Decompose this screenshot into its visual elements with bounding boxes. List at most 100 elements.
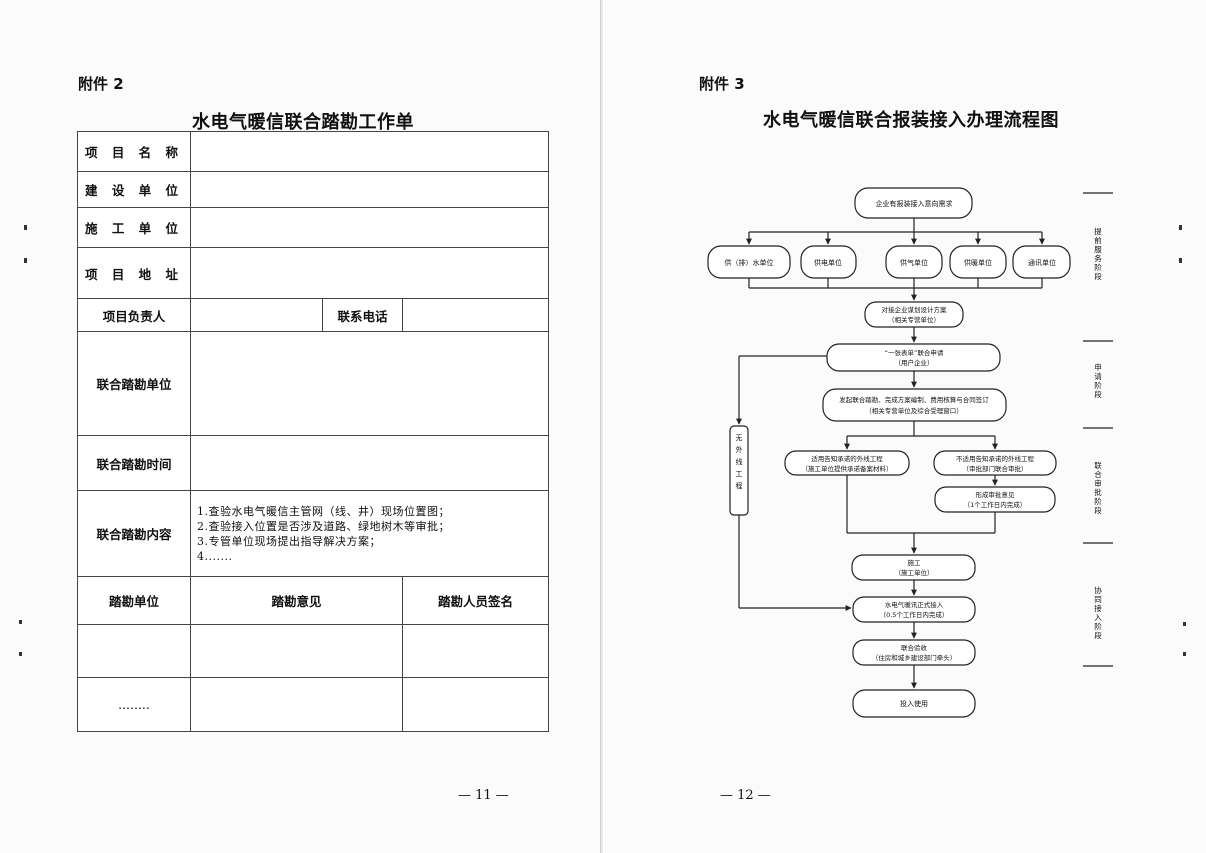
design-node	[864, 301, 964, 328]
opinion-cell[interactable]	[190, 624, 403, 678]
survey-form-title: 水电气暖信联合踏勘工作单	[192, 112, 414, 133]
opinion-node	[934, 486, 1056, 513]
ellipsis-cell: ........	[77, 677, 191, 732]
scan-mark	[19, 652, 22, 656]
opinion-cell[interactable]	[190, 677, 403, 732]
table-row: 建 设 单 位	[77, 171, 550, 208]
phone-label: 联系电话	[322, 298, 403, 332]
construction-sublabel: （施工单位）	[895, 568, 934, 577]
apply-sublabel: （用户企业）	[895, 358, 934, 367]
construction-node	[851, 554, 976, 581]
scan-mark	[24, 258, 27, 263]
table-row: 联合踏勘单位	[77, 331, 550, 436]
in-use-node	[852, 689, 976, 718]
no-external-node	[729, 425, 749, 516]
acceptance-sublabel: （住房和城乡建设部门牵头）	[872, 653, 957, 662]
scan-mark	[1183, 622, 1186, 626]
no-external-char: 无	[736, 434, 743, 442]
survey-time-cell[interactable]	[189, 435, 550, 491]
stage3-char: 合	[1094, 469, 1102, 479]
connect-node	[852, 596, 976, 623]
start-node	[854, 187, 973, 219]
table-row: 项目负责人 联系电话	[77, 298, 550, 332]
survey-content-label: 联合踏勘内容	[77, 490, 191, 577]
acceptance-node	[852, 639, 976, 666]
table-row: 施 工 单 位	[77, 207, 550, 248]
gas-unit-node	[885, 245, 943, 279]
signature-cell[interactable]	[401, 624, 550, 678]
telecom-unit-label: 通讯单位	[1028, 258, 1056, 267]
unit-cell[interactable]	[77, 624, 191, 678]
signature-cell[interactable]	[401, 677, 550, 732]
constructor-cell[interactable]	[189, 207, 550, 248]
stage1-char: 务	[1094, 253, 1102, 263]
gas-unit-label: 供气单位	[900, 258, 928, 267]
design-label: 对接企业谋划设计方案	[882, 305, 948, 314]
stage3-char: 段	[1094, 505, 1102, 515]
notify-node	[784, 450, 910, 476]
survey-form-table: 项 目 名 称 建 设 单 位 施 工 单 位 项 目 地 址 项目负责人 联系…	[77, 131, 550, 732]
scan-mark	[1179, 225, 1182, 230]
stage4-char: 阶	[1094, 621, 1102, 631]
construction-label: 施工	[908, 558, 922, 567]
stage1-char: 阶	[1094, 262, 1102, 272]
survey-unit-label: 联合踏勘单位	[77, 331, 191, 436]
start-node-label: 企业有报装接入意向需求	[876, 199, 953, 208]
survey-sublabel: （相关专营单位及综合受理窗口）	[865, 406, 963, 415]
no-notify-node	[933, 450, 1057, 476]
heating-unit-node	[949, 245, 1007, 279]
no-external-char: 工	[736, 470, 743, 478]
stage4-char: 接	[1094, 603, 1102, 613]
scan-mark	[1183, 652, 1186, 656]
project-name-label: 项 目 名 称	[77, 131, 191, 172]
flow-connectors	[736, 218, 1045, 689]
stage-sidebar: 提 前 服 务 阶 段 申 请 阶 段 联 合 审 批 阶 段 协 同 接 入 …	[1083, 192, 1113, 667]
phone-cell[interactable]	[401, 298, 550, 332]
col-unit-header: 踏勘单位	[77, 576, 191, 625]
leader-cell[interactable]	[190, 298, 323, 332]
process-flowchart: 企业有报装接入意向需求 供（排）水单位 供电单位 供气单位 供暖单位 通讯单位 …	[707, 187, 1113, 718]
constructor-label: 施 工 单 位	[77, 207, 191, 248]
table-row: 联合踏勘内容 1.查验水电气暖信主管网（线、井）现场位置图； 2.查验接入位置是…	[77, 490, 550, 577]
survey-content-cell: 1.查验水电气暖信主管网（线、井）现场位置图； 2.查验接入位置是否涉及道路、绿…	[189, 490, 550, 577]
content-item-4: 4.......	[197, 549, 233, 563]
stage2-char: 段	[1094, 389, 1102, 399]
table-row: ........	[77, 677, 550, 732]
no-external-char: 程	[736, 481, 743, 490]
project-name-cell[interactable]	[189, 131, 550, 172]
address-label: 项 目 地 址	[77, 247, 191, 299]
survey-unit-cell[interactable]	[189, 331, 550, 436]
apply-label: “一张表单”联合申请	[885, 348, 944, 357]
stage2-char: 阶	[1094, 380, 1102, 390]
stage2-char: 申	[1094, 362, 1102, 372]
utility-units: 供（排）水单位 供电单位 供气单位 供暖单位 通讯单位	[707, 245, 1071, 279]
stage4-char: 同	[1094, 595, 1102, 604]
address-cell[interactable]	[189, 247, 550, 299]
notify-label: 适用告知承诺的外线工程	[811, 454, 883, 463]
survey-time-label: 联合踏勘时间	[77, 435, 191, 491]
col-opinion-header: 踏勘意见	[190, 576, 403, 625]
in-use-label: 投入使用	[900, 699, 928, 708]
water-unit-label: 供（排）水单位	[725, 258, 774, 267]
attachment-label: 附件 2	[78, 75, 124, 93]
left-page: 附件 2 水电气暖信联合踏勘工作单 项 目 名 称 建 设 单 位 施 工 单 …	[0, 0, 601, 853]
stage1-char: 段	[1094, 271, 1102, 281]
stage3-char: 批	[1094, 487, 1102, 497]
stage4-char: 入	[1094, 613, 1102, 622]
power-unit-node	[800, 245, 857, 279]
connect-label: 水电气暖讯正式接入	[885, 600, 944, 609]
power-unit-label: 供电单位	[814, 258, 842, 267]
page-number: — 11 —	[458, 788, 509, 803]
content-item-1: 1.查验水电气暖信主管网（线、井）现场位置图；	[197, 504, 450, 518]
no-notify-sublabel: （审批部门联合审批）	[963, 464, 1028, 473]
acceptance-label: 联合验收	[901, 643, 928, 652]
water-unit-node	[707, 245, 791, 279]
builder-cell[interactable]	[189, 171, 550, 208]
survey-label: 发起联合踏勘、完成方案编制、费用核算与合同签订	[839, 395, 989, 404]
scan-mark	[24, 225, 27, 230]
content-item-3: 3.专管单位现场提出指导解决方案；	[197, 534, 381, 548]
notify-sublabel: （施工单位提供承诺备案材料）	[802, 464, 893, 473]
scan-mark	[1179, 258, 1182, 263]
telecom-unit-node	[1012, 245, 1071, 279]
col-signature-header: 踏勘人员签名	[401, 576, 550, 625]
